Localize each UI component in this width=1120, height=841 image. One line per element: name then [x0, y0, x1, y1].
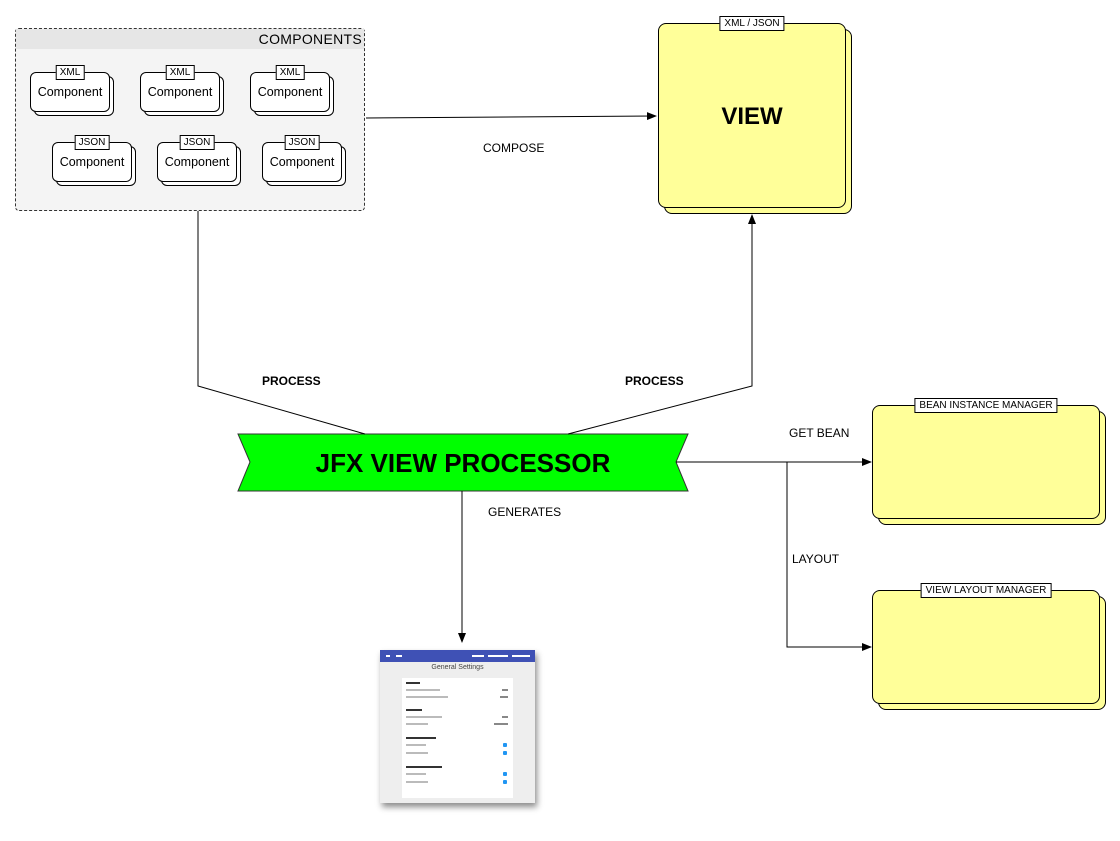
screenshot-card [402, 678, 513, 798]
get-bean-label: GET BEAN [789, 426, 850, 440]
json-component-1: Component JSON [52, 135, 136, 186]
component-tag: XML [55, 65, 85, 80]
compose-label: COMPOSE [483, 141, 545, 155]
component-tag: XML [165, 65, 195, 80]
component-tag: XML [275, 65, 305, 80]
bean-instance-manager-box: BEAN INSTANCE MANAGER [872, 398, 1106, 525]
process-left-arrow [194, 190, 366, 435]
xml-component-1: Component XML [30, 65, 114, 116]
view-box: XML / JSON VIEW [658, 16, 852, 214]
process-left-label: PROCESS [262, 374, 321, 388]
screenshot-toolbar [380, 650, 535, 662]
process-right-label: PROCESS [625, 374, 684, 388]
compose-arrow [365, 112, 657, 121]
component-label: Component [157, 142, 237, 182]
layout-label: LAYOUT [792, 552, 840, 566]
layout-manager-title: VIEW LAYOUT MANAGER [920, 583, 1052, 598]
generated-ui-screenshot: General Settings [380, 650, 535, 803]
view-title: VIEW [721, 103, 783, 130]
components-group-title: COMPONENTS [258, 31, 362, 47]
json-component-2: Component JSON [157, 135, 241, 186]
json-component-3: Component JSON [262, 135, 346, 186]
generates-label: GENERATES [488, 505, 562, 519]
processor-title: JFX VIEW PROCESSOR [315, 447, 611, 478]
xml-component-3: Component XML [250, 65, 334, 116]
bean-manager-title: BEAN INSTANCE MANAGER [914, 398, 1058, 413]
view-layout-manager-box: VIEW LAYOUT MANAGER [872, 583, 1106, 710]
components-group-header: COMPONENTS [16, 29, 364, 49]
component-tag: JSON [179, 135, 215, 150]
component-label: Component [52, 142, 132, 182]
component-tag: JSON [284, 135, 320, 150]
processor-ribbon [237, 433, 689, 492]
component-tag: JSON [74, 135, 110, 150]
screenshot-title: General Settings [431, 664, 484, 671]
process-right-arrow [567, 214, 756, 435]
layout-arrow [786, 462, 872, 651]
xml-component-2: Component XML [140, 65, 224, 116]
view-format-tag: XML / JSON [719, 16, 785, 31]
